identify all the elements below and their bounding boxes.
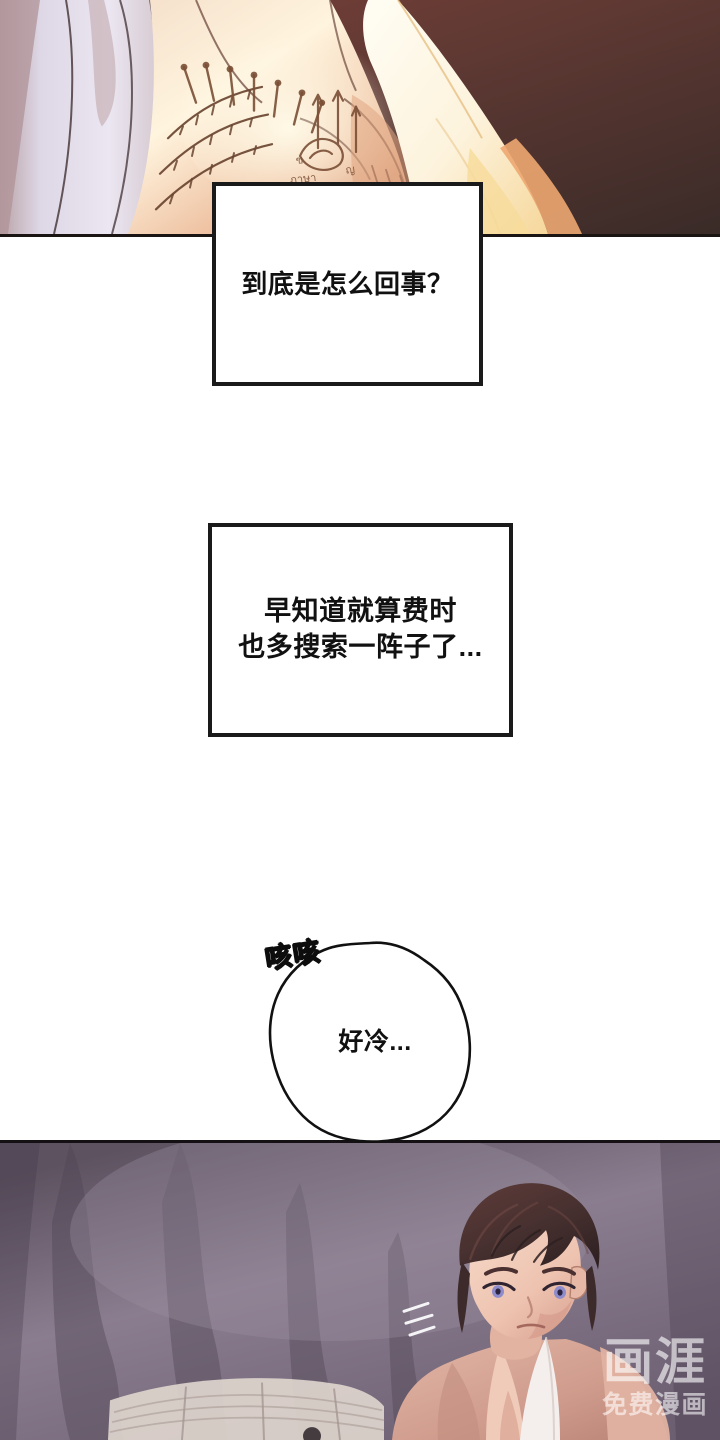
svg-text:ข: ข: [295, 153, 303, 166]
speech-bubble-cold: 好冷...: [258, 938, 478, 1146]
narration-box-2: 早知道就算费时 也多搜索一阵子了...: [208, 523, 513, 737]
narration-text-1: 到底是怎么回事？: [241, 268, 454, 299]
svg-text:ญ: ญ: [345, 163, 356, 177]
speech-bubble-text: 好冷...: [338, 1028, 412, 1056]
speech-bubble-shape: [268, 941, 472, 1143]
narration-text-2: 早知道就算费时 也多搜索一阵子了...: [238, 596, 483, 662]
narration-box-1: 到底是怎么回事？: [212, 182, 483, 386]
comic-panel-bottom: 画涯 免费漫画: [0, 1140, 720, 1440]
panel-bottom-artwork: [0, 1143, 720, 1440]
